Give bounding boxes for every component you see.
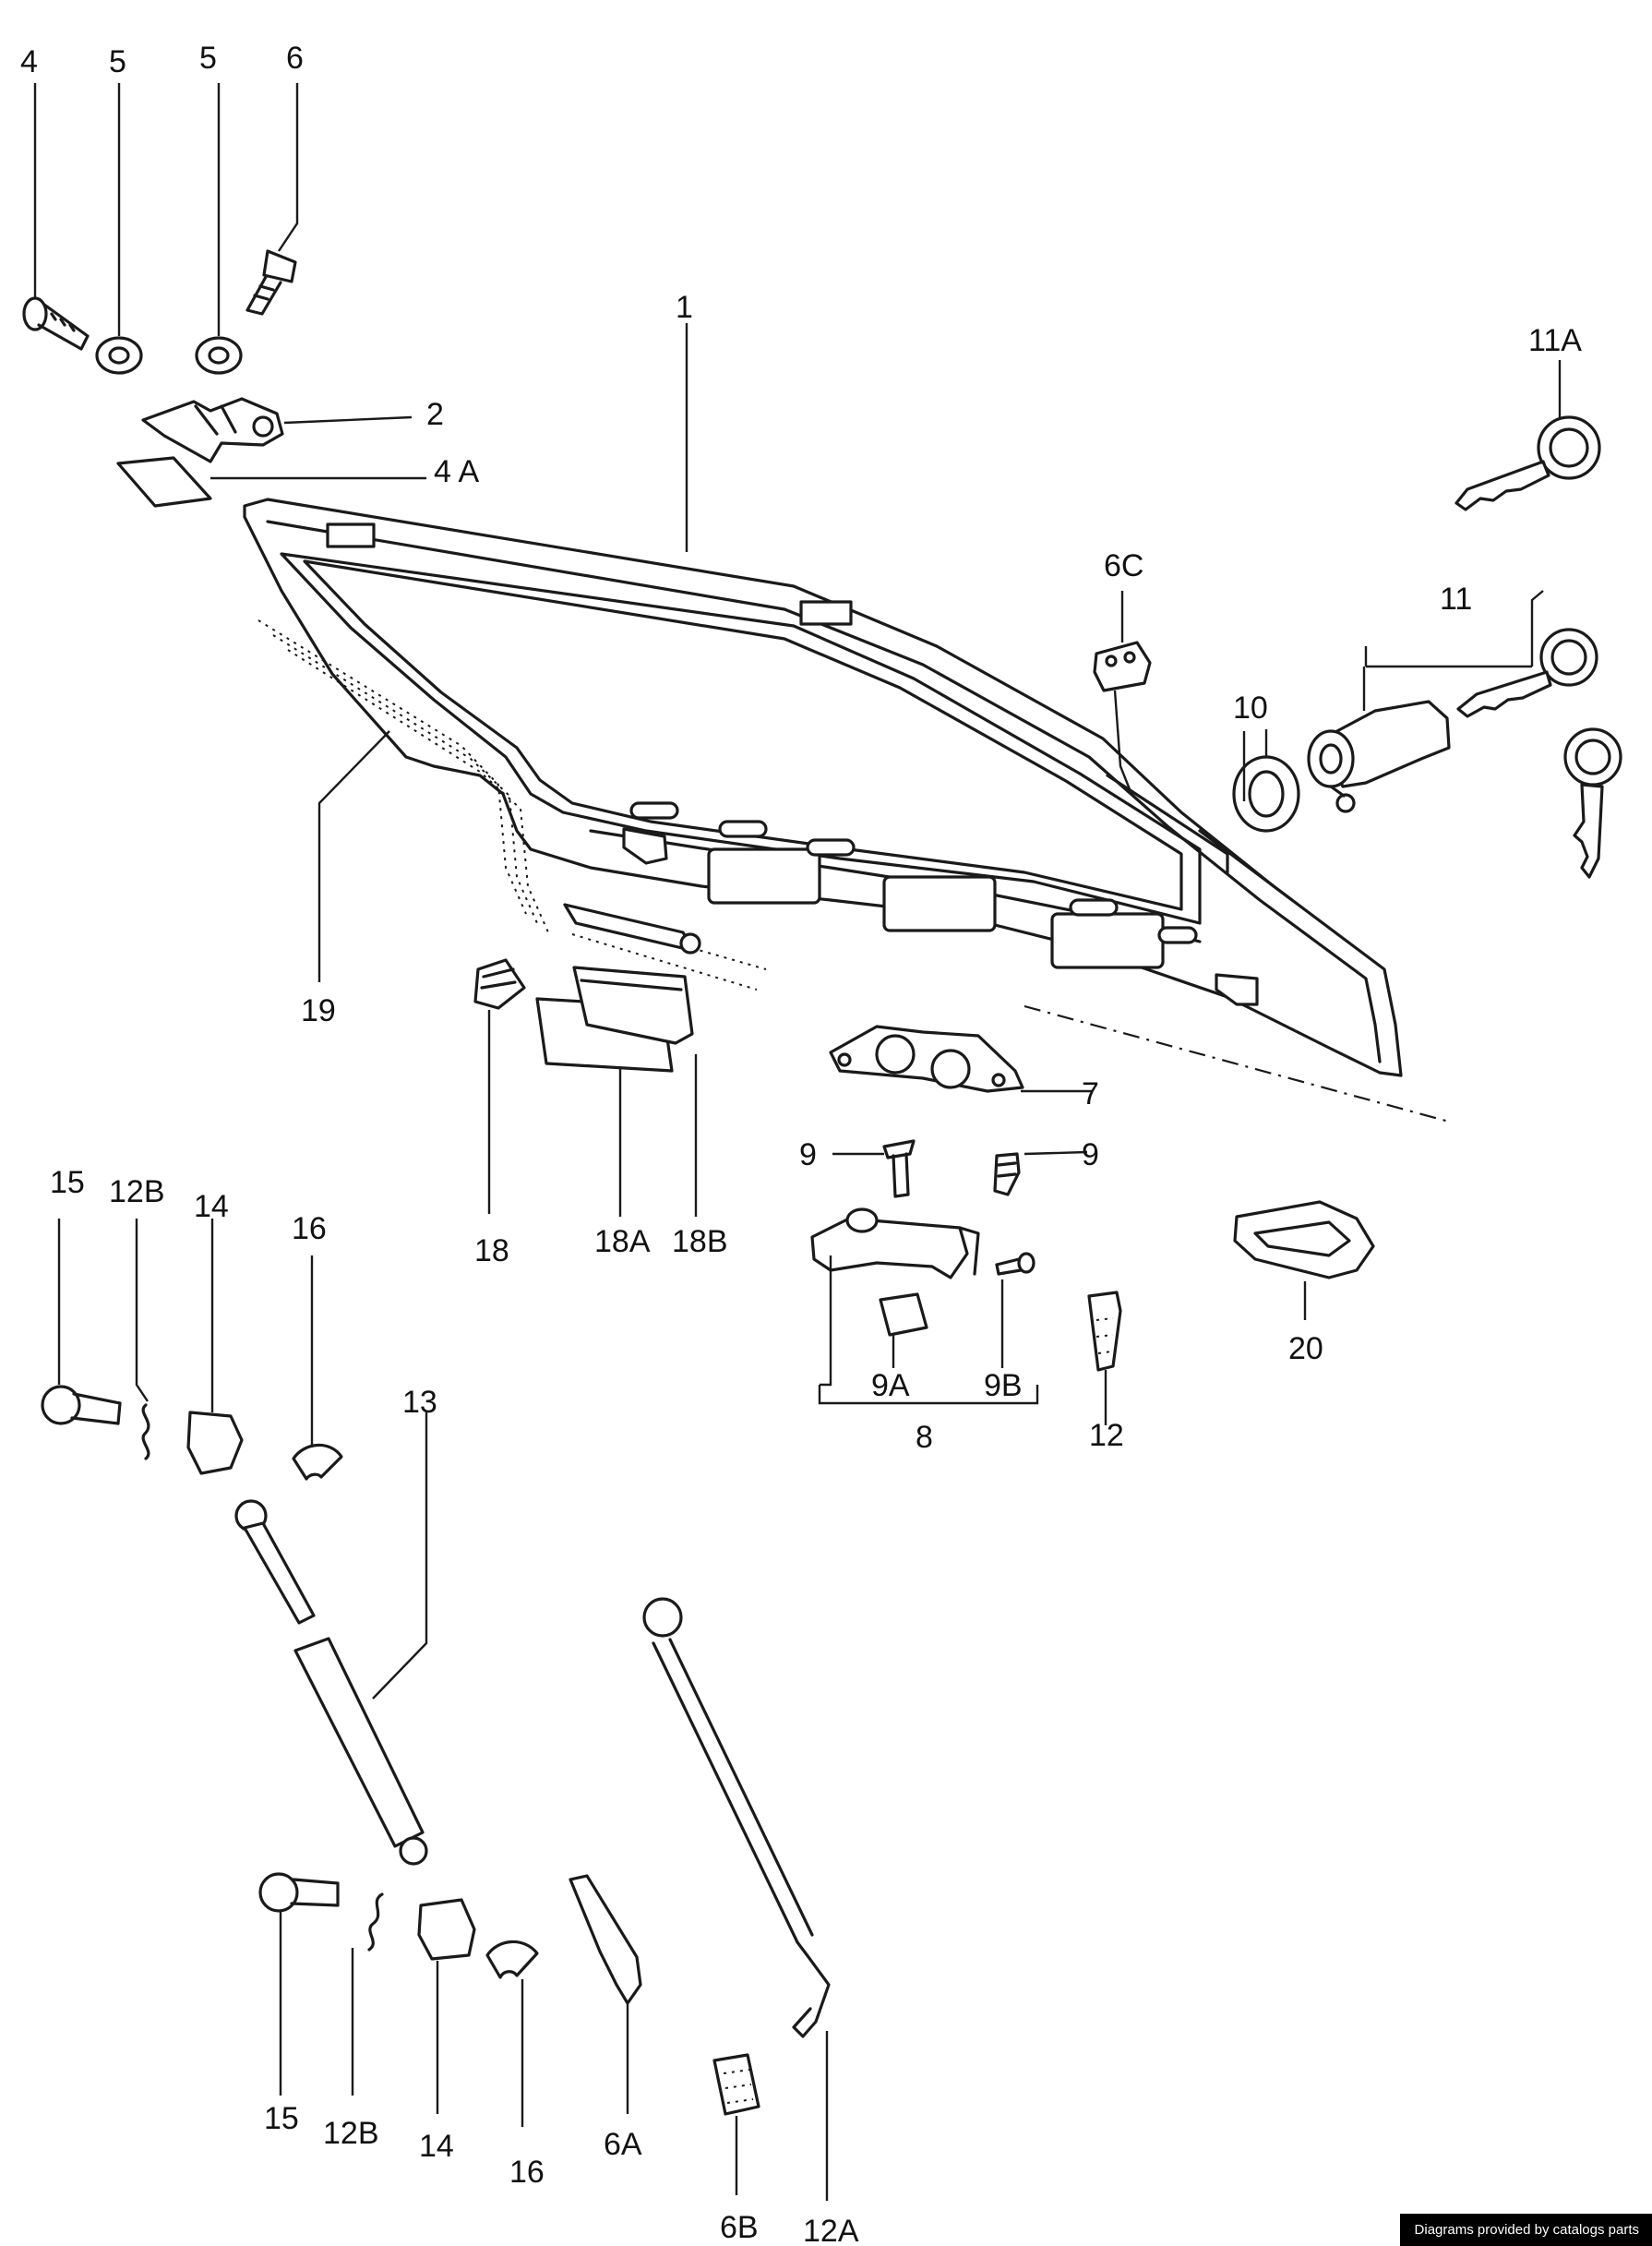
tailgate-panel (243, 498, 1450, 1123)
washer-5b (195, 336, 243, 375)
hinge-mount-bracket (799, 600, 853, 626)
label-8: 8 (916, 1420, 933, 1455)
label-7: 7 (1082, 1076, 1099, 1111)
label-18: 18 (474, 1233, 509, 1268)
key-11b (1563, 727, 1622, 879)
handle-20 (1233, 1200, 1375, 1279)
key-11a (1456, 628, 1598, 718)
label-15-lower: 15 (264, 2101, 299, 2136)
label-13: 13 (402, 1385, 437, 1420)
block-9A (879, 1292, 928, 1337)
label-14: 14 (194, 1189, 229, 1224)
label-9A: 9A (871, 1368, 910, 1403)
diagram-credit: Diagrams provided by catalogs parts (1399, 2214, 1652, 2246)
label-5: 5 (109, 44, 126, 79)
label-12B-lower: 12B (323, 2116, 379, 2151)
label-20: 20 (1288, 1331, 1323, 1366)
label-6A: 6A (604, 2127, 642, 2162)
gas-strut-13 (234, 1499, 428, 1866)
bracket-6A (569, 1874, 642, 2005)
screw-9b (993, 1152, 1021, 1196)
label-9-second: 9 (1082, 1137, 1099, 1172)
label-4: 4 (20, 44, 38, 79)
screw-9B (995, 1252, 1035, 1276)
pad-6B (712, 2053, 760, 2116)
light-housing-18-seal (563, 903, 701, 955)
label-18A: 18A (594, 1224, 651, 1259)
label-2: 2 (426, 397, 444, 432)
label-14-lower: 14 (419, 2129, 454, 2164)
striker-8 (810, 1207, 980, 1279)
clip-6C (1093, 641, 1152, 692)
callout-labels: 4 5 5 6 1 2 4 A 11A 11 10 6C 19 18 18A 1… (20, 41, 1582, 2246)
label-1: 1 (676, 290, 693, 325)
bulb-18 (473, 958, 526, 1010)
trim-opening (707, 847, 821, 905)
label-6B: 6B (720, 2210, 759, 2245)
label-12A: 12A (803, 2214, 859, 2246)
buffer-12 (1087, 1291, 1122, 1372)
bolt-4 (22, 296, 90, 351)
latch-7 (829, 1025, 1024, 1093)
label-6C: 6C (1104, 548, 1143, 583)
strut-hardware-bottom (258, 1872, 539, 1979)
label-11: 11 (1440, 582, 1472, 617)
prop-rod-12A (642, 1597, 831, 2038)
label-4A: 4 A (434, 454, 479, 489)
label-12B: 12B (109, 1174, 165, 1209)
label-18B: 18B (672, 1224, 728, 1259)
washer-5 (95, 336, 143, 375)
label-9B: 9B (984, 1368, 1023, 1403)
label-11A: 11A (1528, 323, 1582, 358)
seal-ring-10 (1232, 755, 1300, 833)
key-11A (1454, 415, 1601, 511)
label-6: 6 (286, 41, 304, 76)
screw-9a (882, 1139, 916, 1198)
hinge-mount-bracket (326, 522, 376, 548)
hinge-2 (141, 397, 284, 463)
label-16: 16 (292, 1211, 327, 1246)
frame-18B (572, 966, 694, 1045)
label-16-lower: 16 (509, 2155, 545, 2190)
label-15: 15 (50, 1165, 85, 1200)
trim-opening (1050, 912, 1165, 969)
label-19: 19 (301, 993, 336, 1028)
bolt-6 (245, 249, 297, 316)
label-5-second: 5 (199, 41, 217, 76)
label-10: 10 (1233, 691, 1268, 726)
trim-opening (882, 875, 997, 932)
gasket-4A (116, 456, 212, 508)
lock-cylinder-11 (1307, 700, 1451, 813)
leader-lines (33, 83, 1562, 2201)
label-9: 9 (799, 1137, 817, 1172)
strut-hardware-top (41, 1385, 343, 1481)
label-12: 12 (1089, 1418, 1124, 1453)
